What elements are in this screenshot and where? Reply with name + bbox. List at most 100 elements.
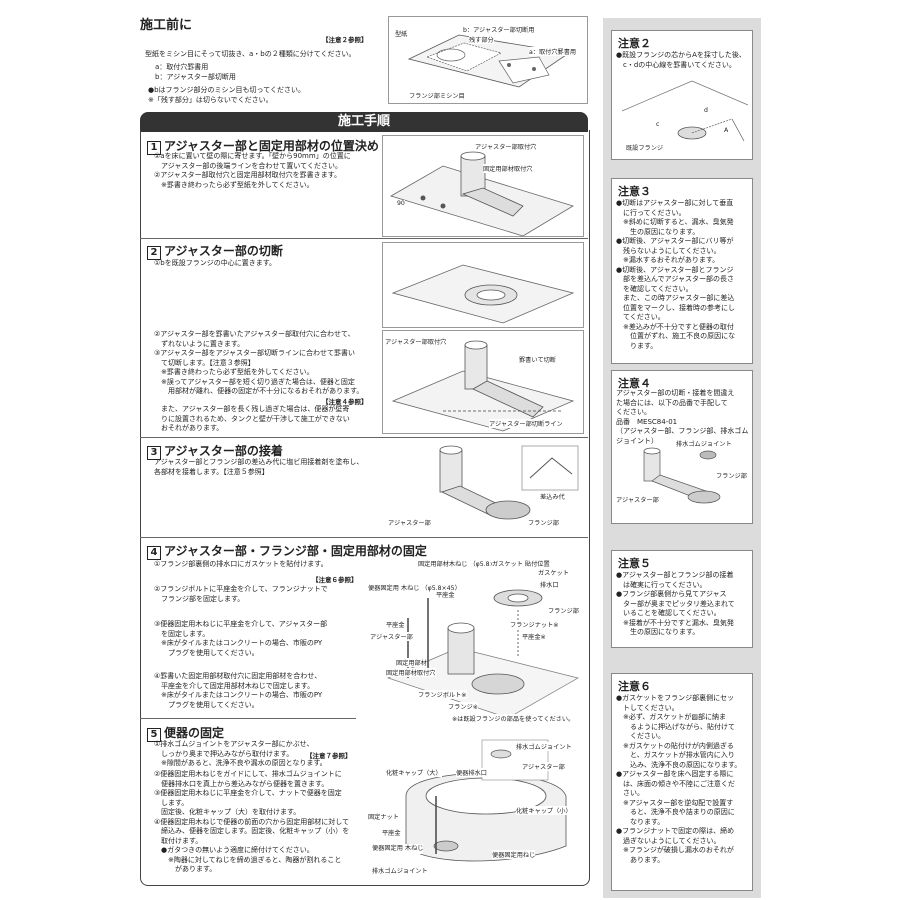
step3-drawing: [439, 445, 579, 520]
ref-note6: 【注意６参照】: [312, 576, 358, 584]
procedure-frame: [140, 130, 590, 886]
step4-label-gasket-pos: ガスケット 貼付位置: [492, 560, 550, 570]
fig-label-a-hole: a：取付穴罫書用: [529, 47, 577, 56]
step5-label-cap-big: 化粧キャップ（大）: [386, 768, 442, 777]
note4-text: アジャスター部の切断・接着を間違え た場合には、以下の品番で手配して ください。…: [616, 389, 749, 445]
step5-divider: [140, 718, 356, 719]
step5-label-rubber-joint: 排水ゴムジョイント: [516, 742, 572, 751]
step1-label-dim: 90: [397, 200, 405, 207]
step4-label-adj: アジャスター部: [370, 632, 413, 641]
step5-label-washer: 平座金: [382, 828, 401, 837]
note6-title: 注意６: [618, 680, 651, 693]
step4-label-flange: フランジ部: [548, 606, 579, 615]
step5-drawing: [405, 739, 567, 862]
step2-drawing-b: [391, 340, 575, 432]
page-title: 施工前に: [140, 18, 193, 33]
step3-number: 3: [147, 446, 161, 460]
step3-divider: [140, 437, 588, 438]
step5-label-toilet-screw: 便器固定用 木ねじ: [372, 844, 424, 854]
step4-label-fix-hole: 固定用部材取付穴: [386, 668, 436, 677]
step2-divider: [140, 238, 588, 239]
step4-label-toilet-screw: 便器固定用 木ねじ （φ5.8×45）: [368, 584, 461, 594]
step1-label-adj-hole: アジャスター部取付穴: [475, 142, 537, 151]
step4-label-gasket: ガスケット: [538, 568, 569, 577]
note4-label-adj: アジャスター部: [616, 495, 659, 504]
step4-label-fix-member: 固定用部材: [396, 658, 427, 667]
step5-title-text: 便器の固定: [164, 726, 225, 740]
step4-text3: ③便器固定用木ねじに平座金を介して、アジャスター部 を固定します。 ※床がタイル…: [154, 620, 328, 657]
note2-label-flange: 既設フランジ: [626, 143, 664, 152]
note5-text: ●アジャスター部とフランジ部の接着 は確実に行ってください。 ●フランジ部裏側か…: [616, 571, 735, 636]
fig-label-nokosu: 残す部分: [469, 35, 494, 44]
step4-label-washer2: 平座金※: [522, 632, 546, 641]
ref-note7: 【注意７参照】: [306, 752, 352, 760]
step2-label-mark-cut: 罫書いて切断: [519, 355, 556, 364]
step4-label-drain: 排水口: [540, 580, 559, 589]
step2-label-cut-line: アジャスター部切断ライン: [489, 419, 563, 428]
step2-title-text: アジャスター部の切断: [164, 244, 283, 258]
fig-label-flange-mishin: フランジ部ミシン目: [409, 91, 465, 100]
note3-title: 注意３: [618, 185, 651, 198]
step5-label-rubber-joint2: 排水ゴムジョイント: [372, 866, 428, 875]
step2-figure-a: [382, 242, 584, 328]
step2-number: 2: [147, 246, 161, 260]
step1-title-text: アジャスター部と固定用部材の位置決め: [164, 139, 379, 153]
step2-text3: また、アジャスター部を長く残し過ぎた場合は、便器が壁寄 りに設置されるため、タン…: [160, 405, 350, 432]
step4-drawing: [387, 589, 579, 719]
b-bullet: ●bはフランジ部分のミシン目も切ってください。 ※「残す部分」は切らないでくださ…: [148, 86, 305, 104]
note4-label-rubber: 排水ゴムジョイント: [676, 439, 732, 448]
fig-label-katagami: 型紙: [395, 29, 408, 38]
step3-title-text: アジャスター部の接着: [164, 444, 283, 458]
step4-label-fix-screw: 固定用部材木ねじ （φ5.8×40）: [418, 560, 509, 570]
note6-panel: 注意６ ●ガスケットをフランジ部裏側にセッ トしてください。 ※必ず、ガスケット…: [611, 673, 753, 891]
step2-text1: ①bを既設フランジの中心に置きます。: [154, 259, 277, 267]
note5-panel: 注意５ ●アジャスター部とフランジ部の接着 は確実に行ってください。 ●フランジ…: [611, 550, 753, 648]
step4-text1: ①フランジ部裏側の排水口にガスケットを貼付けます。: [154, 560, 328, 568]
step4-divider: [140, 537, 588, 538]
step4-figure: 固定用部材木ねじ （φ5.8×40） ガスケット 貼付位置 ガスケット 排水口 …: [368, 558, 584, 724]
step5-number: 5: [147, 728, 161, 742]
step5-figure: 化粧キャップ（大） 便器排水口 排水ゴムジョイント アジャスター部 化粧キャップ…: [366, 736, 584, 882]
step4-label-flange-bolt: フランジボルト※: [418, 690, 467, 699]
step5-label-toilet-drain: 便器排水口: [456, 768, 487, 777]
step1-figure: アジャスター部取付穴 固定用部材取付穴 90: [382, 135, 584, 237]
b-item: b：アジャスター部切断用: [155, 73, 236, 81]
step1-label-fix-hole: 固定用部材取付穴: [483, 164, 533, 173]
step4-label-washer: 平座金: [436, 590, 455, 599]
note3-text: ●切断はアジャスター部に対して垂直 に行ってください。 ※斜めに切断すると、漏水…: [616, 199, 736, 350]
step4-text4: ④罫書いた固定用部材取付穴に固定用部材を合わせ、 平座金を介して固定用部材木ねじ…: [154, 672, 323, 709]
note4-drawing: [643, 447, 721, 504]
step2-figure-b: アジャスター部取付穴 罫書いて切断 アジャスター部切断ライン: [382, 330, 584, 434]
step1-text: ①aを床に置いて壁の際に寄せます。「壁から90mm」の位置に アジャスター部の後…: [154, 152, 351, 189]
step4-title-text: アジャスター部・フランジ部・固定用部材の固定: [164, 544, 427, 558]
note2-label-d: d: [704, 107, 708, 114]
step2-text2: ②アジャスター部を罫書いたアジャスター部取付穴に合わせて、 ずれないように置きま…: [154, 330, 364, 395]
note2-panel: 注意２ ●既設フランジの芯からAを採寸した後、 c・dの中心線を罫書いてください…: [611, 30, 753, 160]
step2-drawing-a: [391, 264, 575, 324]
note4-label-flange: フランジ部: [716, 471, 747, 480]
note2-drawing: [621, 80, 749, 142]
intro-text: 型紙をミシン目にそって切抜き、a・bの２種類に分けてください。: [145, 50, 356, 58]
note5-title: 注意５: [618, 557, 651, 570]
step3-label-adj: アジャスター部: [388, 518, 431, 527]
note4-title: 注意４: [618, 377, 651, 390]
step5-text2: ②便器固定用木ねじをガイドにして、排水ゴムジョイントに 便器排水口を真上から差込…: [154, 770, 350, 873]
a-item: a：取付穴罫書用: [155, 63, 209, 71]
step4-number: 4: [147, 546, 161, 560]
step2-label-adj-hole: アジャスター部取付穴: [385, 337, 447, 346]
step1-drawing: [390, 151, 574, 236]
step5-label-cap-small: 化粧キャップ（小）: [516, 806, 572, 815]
step4-label-flange-nut: フランジナット※: [510, 620, 559, 629]
note3-panel: 注意３ ●切断はアジャスター部に対して垂直 に行ってください。 ※斜めに切断する…: [611, 178, 753, 364]
step4-text2: ②フランジボルトに平座金を介して、フランジナットで フランジ部を固定します。: [154, 585, 328, 603]
step3-figure: 差込み代 アジャスター部 フランジ部: [382, 438, 582, 534]
fig-label-b-cut: b：アジャスター部切断用: [463, 25, 535, 34]
step5-text1b: ※隙間があると、洗浄不良や漏水の原因となります。: [154, 759, 327, 767]
step4-label-flange-main: フランジ※: [448, 702, 478, 711]
note2-text: ●既設フランジの芯からAを採寸した後、 c・dの中心線を罫書いてください。: [616, 51, 746, 69]
